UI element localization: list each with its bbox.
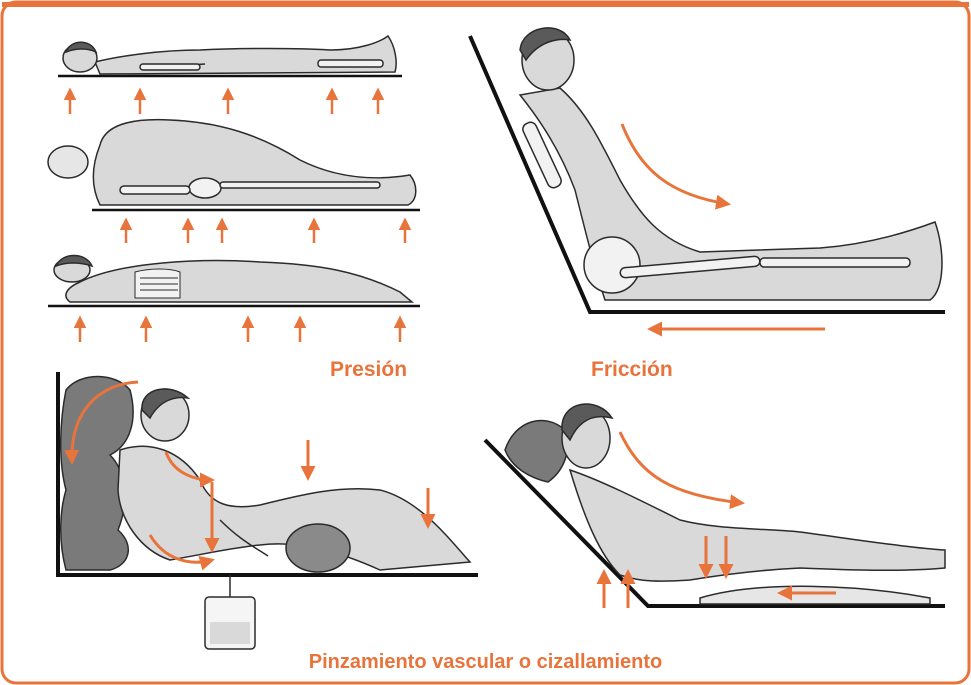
figure-supine bbox=[58, 36, 402, 76]
figure-shear-reclined bbox=[485, 404, 945, 606]
caption-pressure: Presión bbox=[330, 358, 407, 382]
urine-bag bbox=[205, 575, 255, 649]
friction-motion-arrow bbox=[622, 124, 728, 204]
arrows-lateral bbox=[126, 220, 405, 243]
knee-roll bbox=[286, 524, 350, 572]
caption-shear: Pinzamiento vascular o cizallamiento bbox=[0, 651, 971, 674]
arrows-supine bbox=[70, 90, 378, 114]
arrows-prone bbox=[80, 318, 400, 342]
caption-friction: Fricción bbox=[591, 358, 673, 382]
figure-shear-seated bbox=[58, 372, 478, 575]
figure-prone bbox=[48, 256, 420, 307]
figure-friction bbox=[470, 28, 945, 312]
frame-top-bar bbox=[2, 2, 969, 7]
ribcage bbox=[135, 269, 180, 298]
figure-lateral bbox=[48, 120, 420, 210]
